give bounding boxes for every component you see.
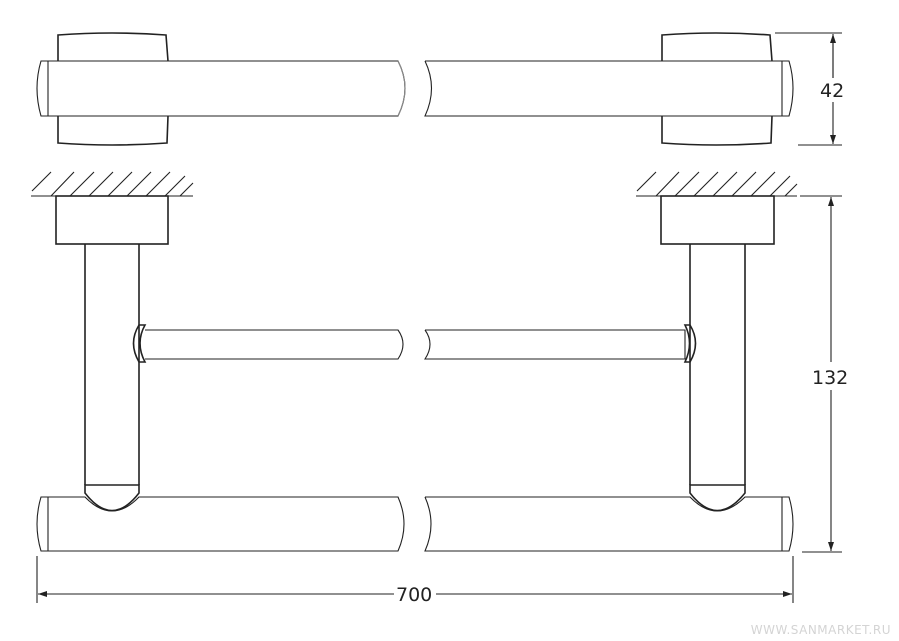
dimension-label-depth: 42: [820, 80, 844, 102]
middle-bar-left-cap: [132, 324, 147, 363]
left-bracket-bottom: [57, 115, 169, 146]
dimension-height: 132: [800, 195, 848, 553]
left-bracket-top: [57, 32, 169, 62]
wall-hatch-right: [636, 171, 798, 197]
front-view: [31, 171, 798, 552]
watermark: WWW.SANMARKET.RU: [750, 623, 891, 637]
dimension-width: 700: [36, 556, 794, 606]
wall-hatch-left: [31, 171, 194, 197]
left-wall-mount: [55, 195, 169, 245]
right-wall-mount: [660, 195, 775, 245]
dimension-depth: 42: [775, 32, 844, 146]
top-view: [36, 32, 794, 146]
dimension-label-width: 700: [396, 584, 432, 606]
dimension-label-height: 132: [812, 367, 848, 389]
bottom-bar-left: [47, 496, 405, 552]
top-bar-right: [424, 60, 783, 117]
top-bar-left: [47, 60, 406, 117]
